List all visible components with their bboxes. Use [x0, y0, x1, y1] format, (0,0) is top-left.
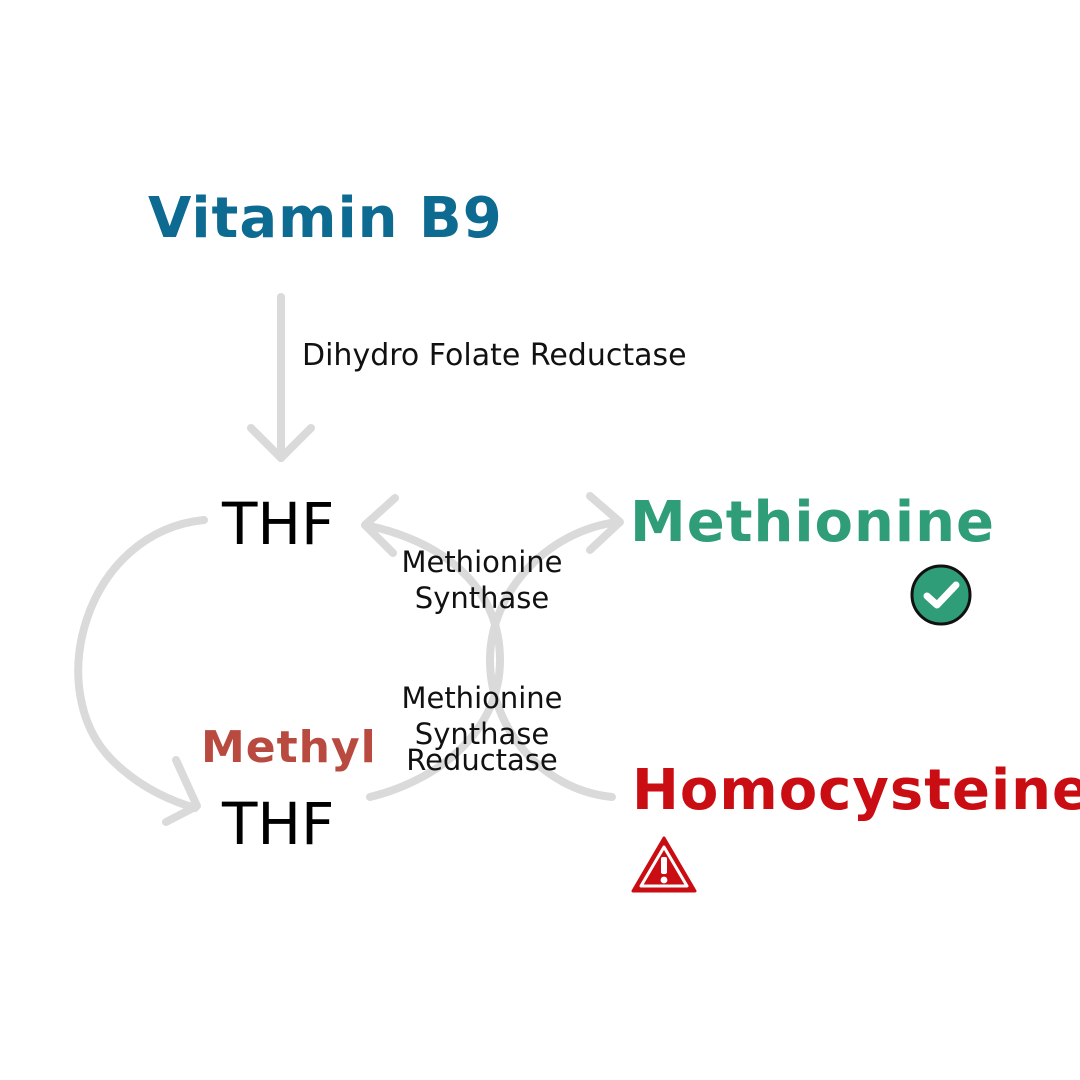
enzyme-line: Synthase: [414, 717, 550, 751]
enzyme-line: Reductase: [406, 743, 558, 777]
arrow-thf-to-methylthf: [74, 516, 208, 812]
enzyme-line: Methionine: [401, 545, 563, 579]
arrow-methylthf-to-thf: [361, 521, 504, 801]
check-mark: [923, 581, 960, 609]
methyl-thf-label: THF: [222, 790, 335, 858]
methyl-label: Methyl: [201, 722, 377, 773]
check-circle-icon: [910, 564, 972, 626]
methionine-synthase-reductase-label: Methionine Synthase Reductase: [380, 680, 584, 777]
warning-dot: [660, 876, 668, 884]
arrow-methylthf-to-thf-head: [361, 494, 399, 557]
arrow-homocysteine-to-methionine-head: [586, 492, 624, 554]
check-circle-bg: [910, 564, 972, 626]
methionine-label: Methionine: [630, 490, 995, 555]
homocysteine-label: Homocysteine: [632, 758, 1080, 823]
thf-label: THF: [222, 490, 335, 558]
dihydrofolate-reductase-label: Dihydro Folate Reductase: [302, 338, 687, 373]
warning-inner: [639, 845, 689, 888]
enzyme-line: Methionine: [401, 681, 563, 715]
arrow-thf-to-methylthf-head: [162, 756, 201, 826]
arrow-homocysteine-to-methionine: [486, 518, 622, 801]
enzyme-line: Synthase: [414, 581, 550, 615]
warning-bar: [661, 857, 667, 874]
methionine-synthase-label: Methionine Synthase: [380, 544, 584, 616]
vitamin-b9-label: Vitamin B9: [148, 186, 503, 251]
arrow-b9-to-thf-head: [247, 424, 315, 462]
warning-triangle-icon: [631, 836, 697, 893]
